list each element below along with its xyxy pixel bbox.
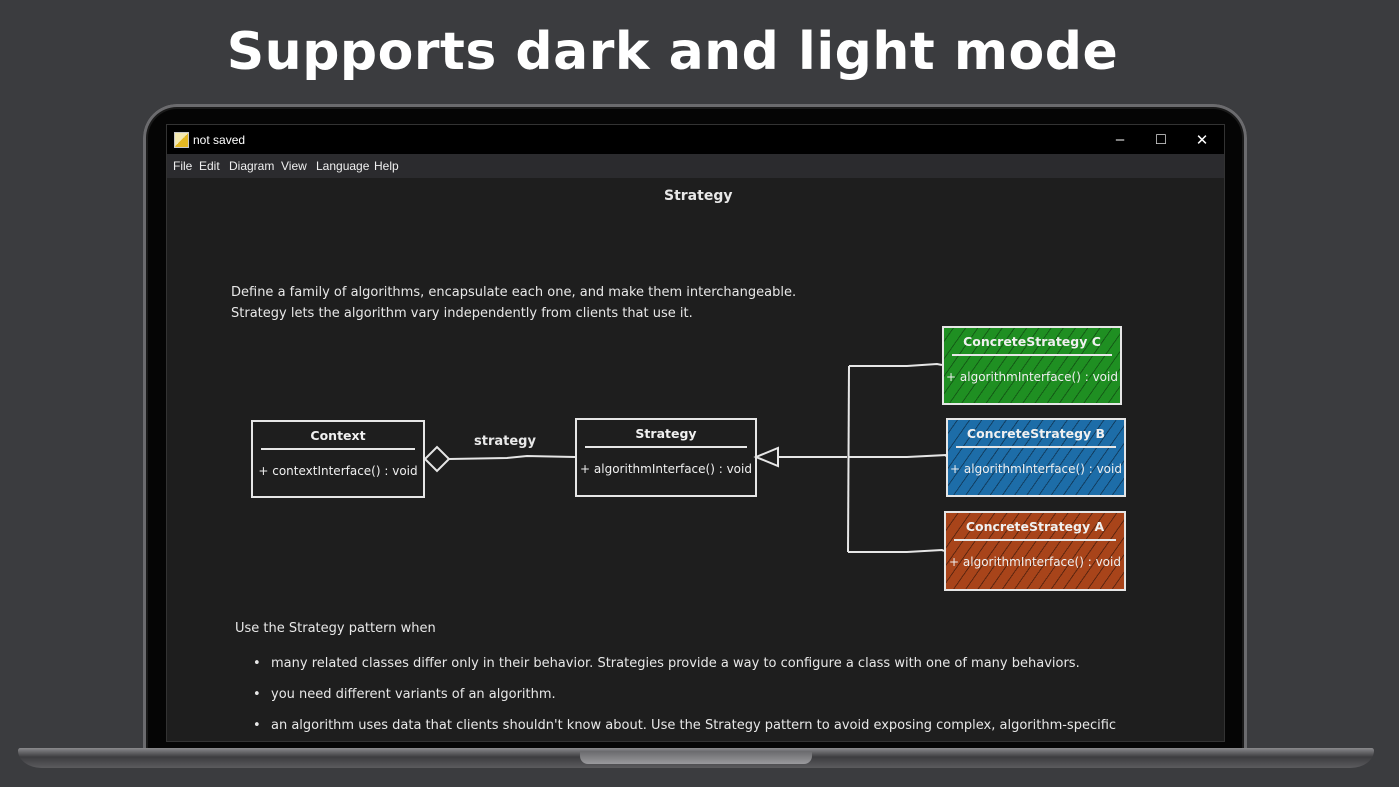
usage-heading: Use the Strategy pattern when xyxy=(235,621,436,636)
usage-item: you need different variants of an algori… xyxy=(253,679,1116,710)
inheritance-triangle xyxy=(753,446,779,468)
class-operation: + algorithmInterface() : void xyxy=(580,462,752,476)
class-operation: + algorithmInterface() : void xyxy=(946,370,1118,384)
class-divider xyxy=(956,446,1116,448)
menu-file[interactable]: File xyxy=(173,159,193,173)
diagram-title: Strategy xyxy=(664,188,733,204)
menu-help[interactable]: Help xyxy=(374,159,399,173)
class-divider xyxy=(954,539,1116,541)
intro-text: Define a family of algorithms, encapsula… xyxy=(231,282,796,324)
class-name: ConcreteStrategy B xyxy=(966,426,1106,441)
app-window: not saved – □ ✕ File Edit Diagram View L… xyxy=(166,124,1225,742)
menu-edit[interactable]: Edit xyxy=(199,159,220,173)
generalization-trunk xyxy=(847,365,850,553)
class-name: ConcreteStrategy C xyxy=(963,334,1101,349)
usage-item: many related classes differ only in thei… xyxy=(253,648,1116,679)
class-context[interactable]: Context + contextInterface() : void xyxy=(251,420,425,498)
class-operation: + algorithmInterface() : void xyxy=(950,462,1122,476)
branch-a xyxy=(848,548,945,553)
class-divider xyxy=(585,446,747,448)
intro-line-2: Strategy lets the algorithm vary indepen… xyxy=(231,306,693,321)
branch-b xyxy=(848,453,949,458)
laptop-notch xyxy=(580,752,812,764)
association-line xyxy=(448,454,576,460)
diagram-canvas[interactable]: Strategy Define a family of algorithms, … xyxy=(167,178,1224,741)
branch-c xyxy=(849,362,943,367)
window-title: not saved xyxy=(193,133,246,147)
menu-language[interactable]: Language xyxy=(316,159,370,173)
headline: Supports dark and light mode xyxy=(226,22,1119,82)
class-name: Context xyxy=(310,428,366,443)
app-document-icon xyxy=(174,132,189,148)
close-button[interactable]: ✕ xyxy=(1195,131,1209,149)
class-divider xyxy=(261,448,415,450)
menu-diagram[interactable]: Diagram xyxy=(229,159,275,173)
class-operation: + algorithmInterface() : void xyxy=(949,555,1121,569)
class-operation: + contextInterface() : void xyxy=(258,464,418,478)
class-concrete-strategy-a[interactable]: ConcreteStrategy A + algorithmInterface(… xyxy=(944,511,1126,591)
class-strategy[interactable]: Strategy + algorithmInterface() : void xyxy=(575,418,757,497)
title-bar: not saved – □ ✕ xyxy=(167,125,1224,154)
class-name: ConcreteStrategy A xyxy=(965,519,1105,534)
menu-bar: File Edit Diagram View Language Help xyxy=(167,154,1224,178)
usage-item: an algorithm uses data that clients shou… xyxy=(253,710,1116,741)
usage-list: many related classes differ only in thei… xyxy=(253,648,1116,741)
class-name: Strategy xyxy=(635,426,697,441)
menu-view[interactable]: View xyxy=(281,159,307,173)
intro-line-1: Define a family of algorithms, encapsula… xyxy=(231,285,797,300)
class-concrete-strategy-c[interactable]: ConcreteStrategy C + algorithmInterface(… xyxy=(942,326,1122,405)
class-concrete-strategy-b[interactable]: ConcreteStrategy B + algorithmInterface(… xyxy=(946,418,1126,497)
association-label: strategy xyxy=(474,434,536,449)
aggregation-diamond xyxy=(423,445,451,473)
class-divider xyxy=(952,354,1112,356)
minimize-button[interactable]: – xyxy=(1115,131,1125,148)
maximize-button[interactable]: □ xyxy=(1156,130,1166,148)
